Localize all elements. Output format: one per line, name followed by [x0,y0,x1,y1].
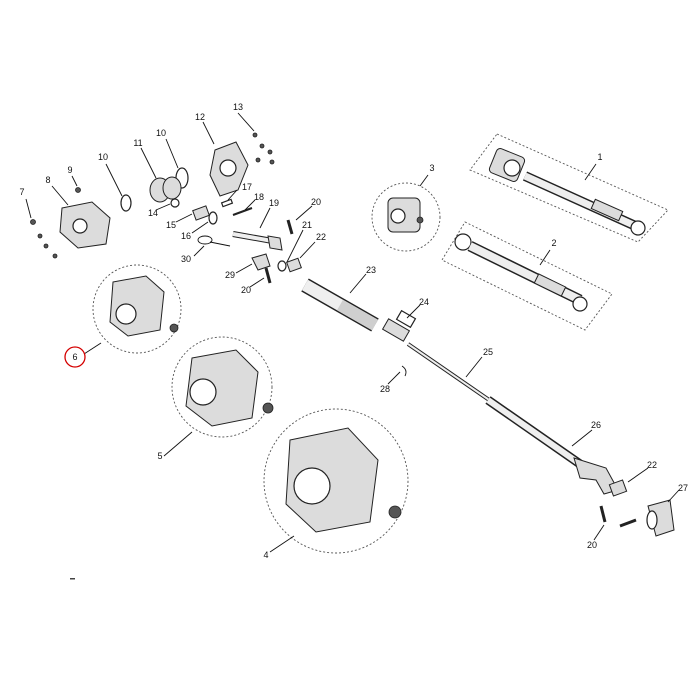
callout-28: 28 [380,384,390,394]
part-29-yoke[interactable] [251,253,271,271]
part-20-pin-c[interactable] [599,505,637,528]
part-18-pin[interactable] [232,207,253,216]
callout-22b: 22 [647,460,657,470]
part-30-linch-pin[interactable] [197,235,231,247]
callout-19: 19 [269,198,279,208]
callout-13: 13 [233,102,243,112]
part-7-screw[interactable] [30,219,36,225]
part-14-bearing[interactable] [170,198,180,208]
part-16-washer[interactable] [208,211,218,225]
part-17-key[interactable] [220,198,234,208]
part-21-ring[interactable] [277,260,287,272]
callout-5: 5 [157,451,162,461]
callout-2: 2 [551,238,556,248]
part-11-gear[interactable] [149,176,182,203]
assembly-5-gearbox[interactable] [171,336,274,438]
callout-15: 15 [166,220,176,230]
callout-20a: 20 [311,197,321,207]
part-15-bushing[interactable] [192,205,210,221]
part-10-o-ring[interactable] [120,194,132,212]
callout-11: 11 [133,138,142,148]
part-25-rod[interactable] [406,342,497,406]
callout-25: 25 [483,347,493,357]
callout-27: 27 [678,483,688,493]
callout-10b: 10 [156,128,166,138]
part-19-shaft[interactable] [232,231,283,251]
callout-17: 17 [242,182,252,192]
part-22-bushing[interactable] [286,257,302,273]
callout-9: 9 [67,165,72,175]
callout-20b: 20 [241,285,251,295]
assembly-1-driveshaft[interactable] [469,133,669,243]
part-22-bushing-b[interactable] [608,479,628,497]
callout-20c: 20 [587,540,597,550]
part-20-pin-a[interactable] [286,219,294,235]
part-20-pin-b[interactable] [264,267,272,284]
callout-6: 6 [72,352,77,362]
part-9-screw[interactable] [75,187,81,193]
assembly-3-gearbox-small[interactable] [371,182,441,252]
callout-23: 23 [366,265,376,275]
callout-18: 18 [254,192,264,202]
callout-16: 16 [181,231,191,241]
callout-10a: 10 [98,152,108,162]
assembly-2-driveshaft[interactable] [441,221,613,331]
stray-mark [70,578,75,580]
part-26-yoke-tube[interactable] [485,396,619,495]
callout-14: 14 [148,208,158,218]
assembly-4-gearbox[interactable] [263,408,409,554]
callout-4: 4 [263,550,268,560]
callout-6-highlight [64,346,86,368]
assembly-6-gearbox[interactable] [92,264,182,354]
callout-21: 21 [302,220,312,230]
callout-3: 3 [429,163,434,173]
part-23-tube[interactable] [301,278,379,332]
callout-29: 29 [225,270,235,280]
part-8-housing[interactable] [37,201,111,259]
callout-30: 30 [181,254,191,264]
part-28-clip[interactable] [401,365,407,377]
callout-24: 24 [419,297,429,307]
part-13-screws[interactable] [252,132,275,165]
callout-26: 26 [591,420,601,430]
part-27-end-fitting[interactable] [646,499,675,537]
callout-7: 7 [19,187,24,197]
callout-8: 8 [45,175,50,185]
callout-1: 1 [597,152,602,162]
part-12-flange[interactable] [209,141,249,197]
callout-12: 12 [195,112,205,122]
callout-22a: 22 [316,232,326,242]
part-24-sleeve[interactable] [381,309,417,342]
